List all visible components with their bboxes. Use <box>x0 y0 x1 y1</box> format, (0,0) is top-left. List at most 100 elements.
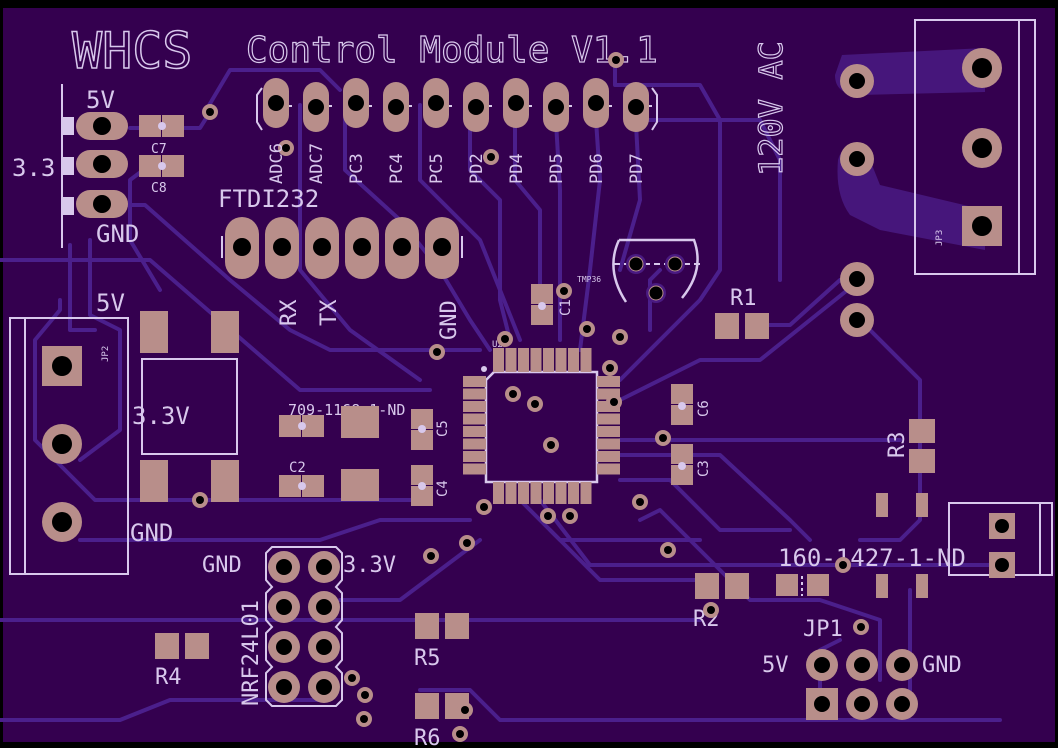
nrf-pin <box>308 631 340 663</box>
svg-text:R5: R5 <box>414 646 441 671</box>
relay-connector: 160-1427-1-ND <box>776 502 1053 598</box>
mcu-pin-right <box>597 438 620 450</box>
jp1-pin <box>886 688 918 720</box>
mcu-pin-top <box>518 348 529 372</box>
via <box>835 557 851 573</box>
mcu-pin-bottom <box>530 482 542 504</box>
mcu-pin-left <box>463 376 486 387</box>
nrf-pin <box>268 551 300 583</box>
tmp36-sensor: TMP36 <box>577 238 700 303</box>
svg-text:3.3V: 3.3V <box>132 402 190 430</box>
mcu-pin-bottom <box>580 482 592 504</box>
nrf-pin <box>308 551 340 583</box>
nrf-pin <box>308 591 340 623</box>
via <box>612 329 628 345</box>
jp2-gnd-label: GND <box>130 519 173 547</box>
svg-text:C2: C2 <box>289 460 306 476</box>
jp1-pin <box>846 649 878 681</box>
svg-text:R1: R1 <box>730 286 757 311</box>
via <box>527 396 543 412</box>
jp3-connector: JP3 <box>914 19 1036 275</box>
svg-text:160-1427-1-ND: 160-1427-1-ND <box>778 544 966 572</box>
gpio-pin-pd6 <box>583 78 609 128</box>
svg-text:U2: U2 <box>492 340 503 350</box>
cap-c4: C4 <box>411 465 451 506</box>
mcu-pin-left <box>463 426 486 437</box>
board-subtitle: Control Module V1.1 <box>246 30 658 71</box>
via <box>192 492 208 508</box>
via <box>543 437 559 453</box>
via <box>459 535 475 551</box>
gpio-label: PD5 <box>547 153 567 184</box>
power-select-header: 5V 3.3 GND <box>12 84 139 248</box>
svg-text:R4: R4 <box>155 665 182 690</box>
cap-c2-top <box>279 415 324 437</box>
nrf-pin <box>268 591 300 623</box>
mcu-pin-left <box>463 438 486 450</box>
traces <box>0 60 1002 722</box>
mcu-pin-right <box>597 388 620 400</box>
via <box>423 548 439 564</box>
ftdi-pin <box>425 217 459 279</box>
via <box>476 499 492 515</box>
via <box>202 104 218 120</box>
via <box>357 687 373 703</box>
resistor-r2: R2 <box>693 573 749 632</box>
svg-text:C3: C3 <box>696 460 712 477</box>
gpio-pin-pd5 <box>543 82 569 132</box>
cap-c5: C5 <box>411 409 451 450</box>
mcu-pin-bottom <box>493 482 504 504</box>
ftdi-rx: RX <box>277 299 302 326</box>
cap-c7: C7 <box>139 115 184 157</box>
via <box>562 508 578 524</box>
nrf-pin <box>268 631 300 663</box>
gpio-pin-adc6 <box>263 78 289 128</box>
svg-text:C6: C6 <box>696 400 712 417</box>
jp1-pin <box>806 649 838 681</box>
ac-copper-pour-2 <box>837 147 985 250</box>
cap-c1: C1 <box>531 284 574 325</box>
gpio-label: PD4 <box>507 153 527 184</box>
label-gnd: GND <box>96 220 139 248</box>
via <box>608 52 624 68</box>
resistor-r3: R3 <box>885 419 935 473</box>
jp1-pin <box>886 649 918 681</box>
gpio-label: PD2 <box>467 153 487 184</box>
resistor-r5: R5 <box>414 613 469 671</box>
gpio-label: PC4 <box>387 153 407 184</box>
gpio-pin-pd2 <box>463 82 489 132</box>
via <box>278 140 294 156</box>
ftdi-pin <box>305 217 339 279</box>
cap-c3: C3 <box>671 444 712 485</box>
svg-text:C7: C7 <box>151 142 167 157</box>
mcu-pin-top <box>543 348 554 372</box>
svg-text:3.3V: 3.3V <box>343 553 396 578</box>
svg-text:JP1: JP1 <box>803 617 843 642</box>
svg-text:C4: C4 <box>435 480 451 497</box>
resistor-r6: R6 <box>414 693 469 748</box>
resistor-r1: R1 <box>715 286 769 339</box>
gpio-label: PC3 <box>347 153 367 184</box>
gpio-pin-adc7 <box>303 82 329 132</box>
mcu-pin-left <box>463 463 486 475</box>
gpio-label: PC5 <box>427 153 447 184</box>
via <box>540 508 556 524</box>
mcu-pin-right <box>597 376 620 387</box>
mcu-pin-top <box>568 348 579 372</box>
mcu-pin-top <box>555 348 567 372</box>
nrf24l01-header: NRF24L01 GND 3.3V <box>202 546 396 707</box>
mcu-pin-top <box>505 348 517 372</box>
via <box>655 430 671 446</box>
svg-text:GND: GND <box>202 553 242 578</box>
ac-label: 120V AC <box>752 41 790 176</box>
mcu-pin-bottom <box>543 482 554 504</box>
cap-c6: C6 <box>671 384 712 425</box>
via <box>632 494 648 510</box>
resistor-r4: R4 <box>155 633 209 690</box>
via <box>483 149 499 165</box>
via <box>356 711 372 727</box>
mcu-pin-left <box>463 413 486 425</box>
cap-c8: C8 <box>139 155 184 196</box>
gpio-pin-pc5 <box>423 78 449 128</box>
